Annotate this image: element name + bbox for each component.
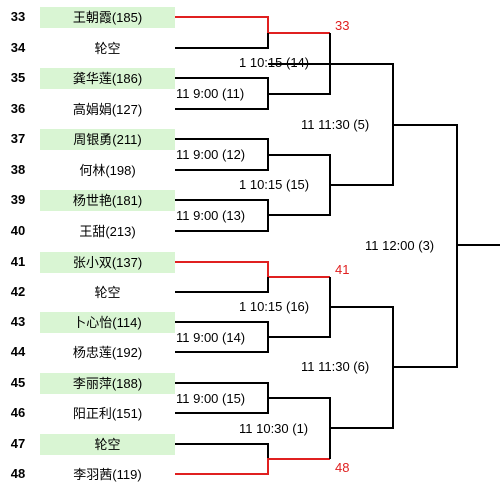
player-46[interactable]: 阳正利(151) — [72, 406, 143, 421]
match-label-r2-5: 11 11:30 (5) — [301, 117, 370, 132]
player-40[interactable]: 王甜(213) — [79, 224, 136, 239]
player-36[interactable]: 高娟娟(127) — [72, 102, 143, 117]
player-41[interactable]: 张小双(137) — [40, 252, 175, 273]
seed-34: 34 — [10, 40, 26, 55]
seed-42: 42 — [10, 284, 26, 299]
bracket-line-r1-c — [268, 277, 331, 338]
player-33[interactable]: 王朝霞(185) — [40, 7, 175, 28]
seed-47: 47 — [10, 436, 26, 451]
bye-winner-33: 33 — [335, 18, 350, 33]
player-42[interactable]: 轮空 — [94, 285, 121, 300]
seed-37: 37 — [10, 131, 26, 146]
player-43[interactable]: 卜心怡(114) — [40, 312, 175, 333]
player-35[interactable]: 龚华莲(186) — [40, 68, 175, 89]
match-label-r1-12: 11 9:00 (12) — [176, 147, 246, 162]
seed-39: 39 — [10, 192, 26, 207]
bracket-line-41-bye — [175, 261, 330, 278]
player-34[interactable]: 轮空 — [94, 41, 121, 56]
match-label-r1-15b: 11 9:00 (15) — [176, 391, 246, 406]
player-44[interactable]: 杨忠莲(192) — [72, 345, 143, 360]
bye-winner-48: 48 — [335, 460, 350, 475]
player-39[interactable]: 杨世艳(181) — [40, 190, 175, 211]
seed-40: 40 — [10, 223, 26, 238]
bracket-line-34 — [175, 33, 269, 49]
match-label-r1-14b: 11 9:00 (14) — [176, 330, 246, 345]
match-label-r1-15: 1 10:15 (15) — [239, 177, 310, 192]
seed-46: 46 — [10, 405, 26, 420]
player-37[interactable]: 周银勇(211) — [40, 129, 175, 150]
match-label-r1-1: 11 10:30 (1) — [239, 421, 309, 436]
player-38[interactable]: 何林(198) — [79, 163, 136, 178]
match-label-final: 11 12:00 (3) — [365, 238, 435, 253]
bracket-line-33-bye — [175, 16, 330, 34]
seed-48: 48 — [10, 466, 26, 481]
seed-33: 33 — [10, 9, 26, 24]
match-label-r1-11: 11 9:00 (11) — [176, 86, 245, 101]
bracket-line-42 — [175, 277, 269, 293]
match-label-r1-14: 1 10:15 (14) — [239, 55, 310, 70]
player-45[interactable]: 李丽萍(188) — [40, 373, 175, 394]
match-label-r1-16: 1 10:15 (16) — [239, 299, 310, 314]
seed-36: 36 — [10, 101, 26, 116]
bracket-line-r1-d — [268, 397, 331, 459]
seed-41: 41 — [10, 254, 26, 269]
bracket-line-48-bye — [175, 458, 330, 475]
player-47[interactable]: 轮空 — [40, 434, 175, 455]
seed-45: 45 — [10, 375, 26, 390]
match-label-r1-13: 11 9:00 (13) — [176, 208, 246, 223]
player-48[interactable]: 李羽茜(119) — [73, 467, 142, 482]
bye-winner-41: 41 — [335, 262, 350, 277]
bracket-line-47 — [175, 443, 269, 459]
seed-44: 44 — [10, 344, 26, 359]
seed-35: 35 — [10, 70, 26, 85]
match-label-r2-6: 11 11:30 (6) — [301, 359, 370, 374]
seed-38: 38 — [10, 162, 26, 177]
seed-43: 43 — [10, 314, 26, 329]
